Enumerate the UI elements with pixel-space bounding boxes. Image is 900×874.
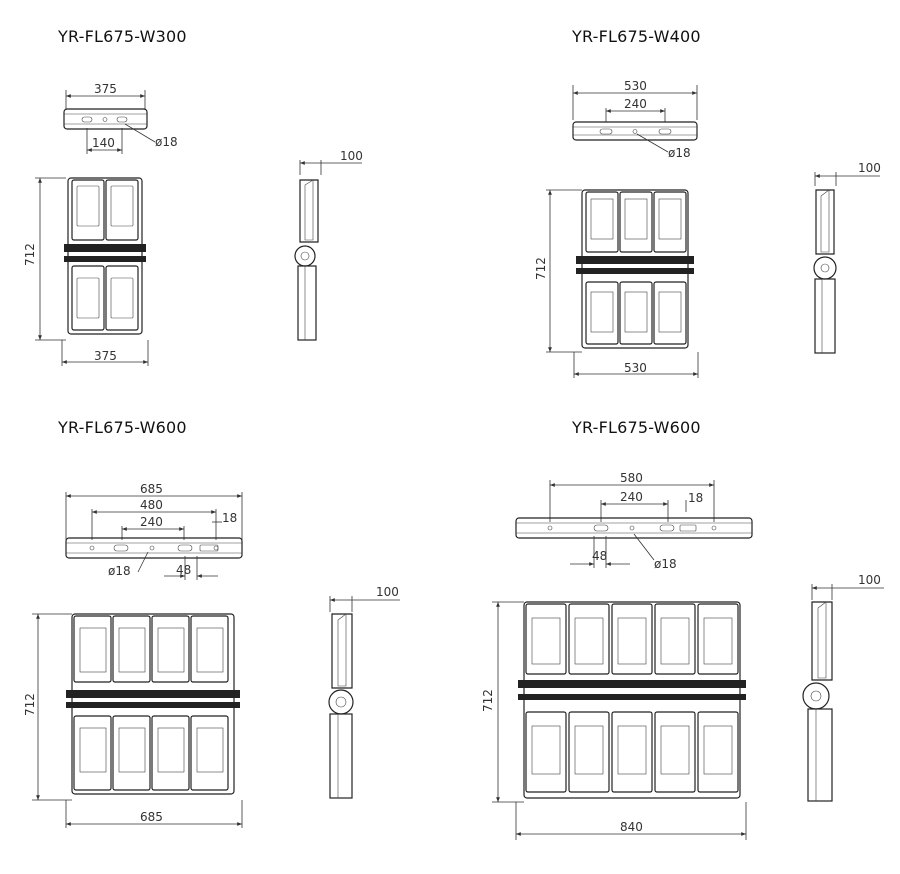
dim-side-depth-w600-a: 100 xyxy=(376,585,399,599)
dim-main-width-w300: 375 xyxy=(94,349,117,363)
dim-hole-dia-w400: ø18 xyxy=(668,146,691,160)
front-view-w400: 530 240 ø18 xyxy=(572,79,698,160)
dim-outer-spacing-w600-b: 580 xyxy=(620,471,643,485)
dim-hole-spacing-w600-a: 240 xyxy=(140,515,163,529)
dim-slot-width-w600-a: 18 xyxy=(222,511,237,525)
front-view-w600-a: 685 480 240 18 ø18 48 xyxy=(65,482,243,580)
drawing-w300: 375 140 ø18 712 xyxy=(23,82,363,366)
front-view-w300: 375 140 ø18 xyxy=(63,82,178,154)
dim-slot-width-w600-b: 18 xyxy=(688,491,703,505)
model-title-w300: YR-FL675-W300 xyxy=(58,27,187,46)
model-title-w400: YR-FL675-W400 xyxy=(572,27,701,46)
dim-hole-dia-w300: ø18 xyxy=(155,135,178,149)
dim-main-height-w600-a: 712 xyxy=(23,693,37,716)
dim-hole-spacing-w400: 240 xyxy=(624,97,647,111)
model-title-w600-a: YR-FL675-W600 xyxy=(58,418,187,437)
dim-outer-spacing-w600-a: 480 xyxy=(140,498,163,512)
side-view-w600-b: 100 xyxy=(802,573,884,802)
dim-side-depth-w400: 100 xyxy=(858,161,881,175)
dim-side-depth-w300: 100 xyxy=(340,149,363,163)
dim-hole-spacing-w300: 140 xyxy=(92,136,115,150)
side-view-w600-a: 100 xyxy=(328,585,400,799)
dim-side-depth-w600-b: 100 xyxy=(858,573,881,587)
side-view-w300: 100 xyxy=(294,149,363,341)
dim-main-height-w600-b: 712 xyxy=(481,689,495,712)
dim-main-width-w600-a: 685 xyxy=(140,810,163,824)
dim-main-width-w600-b: 840 xyxy=(620,820,643,834)
drawing-w600-b: 580 240 18 ø18 48 xyxy=(481,471,884,840)
side-view-w400: 100 xyxy=(813,161,881,354)
dim-hole-spacing-w600-b: 240 xyxy=(620,490,643,504)
main-view-w600-a: 712 685 xyxy=(23,613,243,828)
front-view-w600-b: 580 240 18 ø18 48 xyxy=(515,471,753,571)
dim-main-width-w400: 530 xyxy=(624,361,647,375)
main-view-w400: 712 530 xyxy=(534,189,699,378)
dim-main-height-w400: 712 xyxy=(534,257,548,280)
dim-main-height-w300: 712 xyxy=(23,243,37,266)
dim-hole-dia-w600-b: ø18 xyxy=(654,557,677,571)
dim-slot-length-w600-a: 48 xyxy=(176,563,191,577)
model-title-w600-b: YR-FL675-W600 xyxy=(572,418,701,437)
dim-front-width-w300: 375 xyxy=(94,82,117,96)
dim-hole-dia-w600-a: ø18 xyxy=(108,564,131,578)
main-view-w600-b: 712 840 xyxy=(481,601,747,840)
dim-front-width-w400: 530 xyxy=(624,79,647,93)
dim-front-width-w600-a: 685 xyxy=(140,482,163,496)
drawing-w400: 530 240 ø18 712 xyxy=(534,79,881,378)
drawing-w600-a: 685 480 240 18 ø18 48 xyxy=(23,482,400,828)
dim-slot-length-w600-b: 48 xyxy=(592,549,607,563)
main-view-w300: 712 375 xyxy=(23,177,149,366)
